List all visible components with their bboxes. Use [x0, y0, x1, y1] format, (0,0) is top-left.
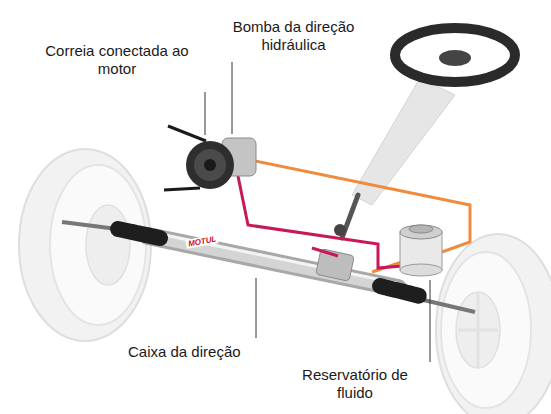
- left-wheel: [19, 149, 151, 341]
- pressure-hose: [238, 176, 402, 268]
- rack-highlight: [150, 232, 396, 283]
- pressure-hose: [312, 248, 338, 256]
- rack-boot: [380, 286, 420, 296]
- pump-pulley: [194, 149, 226, 181]
- leader-line: [232, 62, 233, 134]
- part-label: Bomba da direção hidráulica: [226, 18, 361, 54]
- column-casing: [352, 78, 455, 205]
- fluid-reservoir: [400, 225, 442, 276]
- right-wheel: [436, 234, 551, 414]
- part-label: Reservatório de fluido: [290, 366, 420, 402]
- leader-line: [430, 280, 431, 362]
- belt: [164, 188, 200, 190]
- pump-pulley: [186, 141, 234, 189]
- part-label: Caixa da direção: [128, 343, 241, 361]
- universal-joint: [334, 224, 346, 236]
- rack-boot: [118, 229, 160, 238]
- steering-wheel: [395, 28, 515, 82]
- belt: [168, 126, 206, 141]
- pump-pulley: [204, 159, 216, 171]
- leader-line: [256, 278, 257, 338]
- steering-hub: [439, 50, 471, 66]
- part-label: Correia conectada ao motor: [42, 42, 192, 78]
- leader-line: [205, 92, 206, 135]
